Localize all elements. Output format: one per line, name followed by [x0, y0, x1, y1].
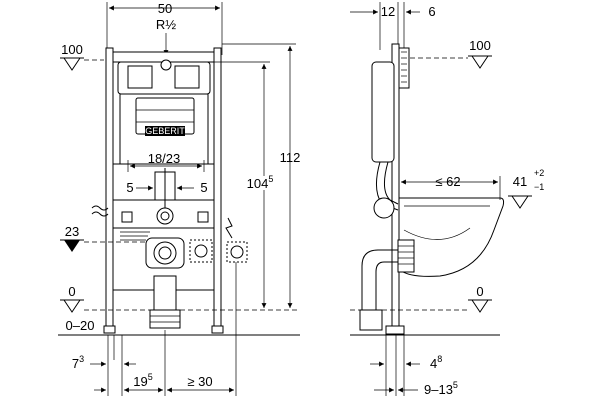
level-mid-label: 23 — [65, 224, 79, 239]
height-tolerance-minus: −1 — [534, 182, 544, 192]
side-bottom-top-label: 48 — [430, 354, 442, 371]
electric-symbol — [225, 217, 233, 239]
side-level-top-label: 100 — [469, 38, 491, 53]
connection-label: R½ — [156, 17, 176, 32]
offset-left-label: 5 — [126, 180, 133, 195]
level-range-label: 0–20 — [66, 318, 95, 333]
width-label: 50 — [158, 1, 172, 16]
depth-label: ≤ 62 — [435, 174, 460, 189]
inner-height-label: 1045 — [247, 174, 274, 191]
side-view: 12 6 100 — [350, 2, 544, 397]
front-view: 50 R½ GEBERIT 18/23 — [58, 1, 300, 396]
left-frame-upright — [105, 47, 114, 334]
side-level-floor-label: 0 — [476, 284, 483, 299]
bottom-mid-label: 195 — [133, 372, 152, 389]
height-tolerance-plus: +2 — [534, 168, 544, 178]
side-bottom-range-label: 9–135 — [424, 380, 458, 397]
height-label: 112 — [280, 150, 301, 165]
level-floor-label: 0 — [68, 284, 75, 299]
bottom-right-label: ≥ 30 — [187, 374, 212, 389]
side-cistern — [371, 61, 395, 163]
water-symbol — [91, 205, 109, 211]
toilet-bowl — [399, 197, 505, 277]
top-right-label: 6 — [428, 4, 435, 19]
offset-right-label: 5 — [200, 180, 207, 195]
brand-label: GEBERIT — [145, 126, 185, 136]
top-left-label: 12 — [381, 4, 395, 19]
spacing-label: 18/23 — [148, 151, 181, 166]
waste-pipe — [153, 275, 177, 311]
level-top-label: 100 — [61, 42, 83, 57]
side-height-label: 41 — [513, 174, 527, 189]
side-actuator — [398, 47, 410, 89]
right-frame-upright — [213, 47, 222, 334]
water-inlet — [160, 59, 172, 71]
brand-badge — [145, 126, 185, 136]
bottom-left-label: 73 — [72, 354, 84, 371]
